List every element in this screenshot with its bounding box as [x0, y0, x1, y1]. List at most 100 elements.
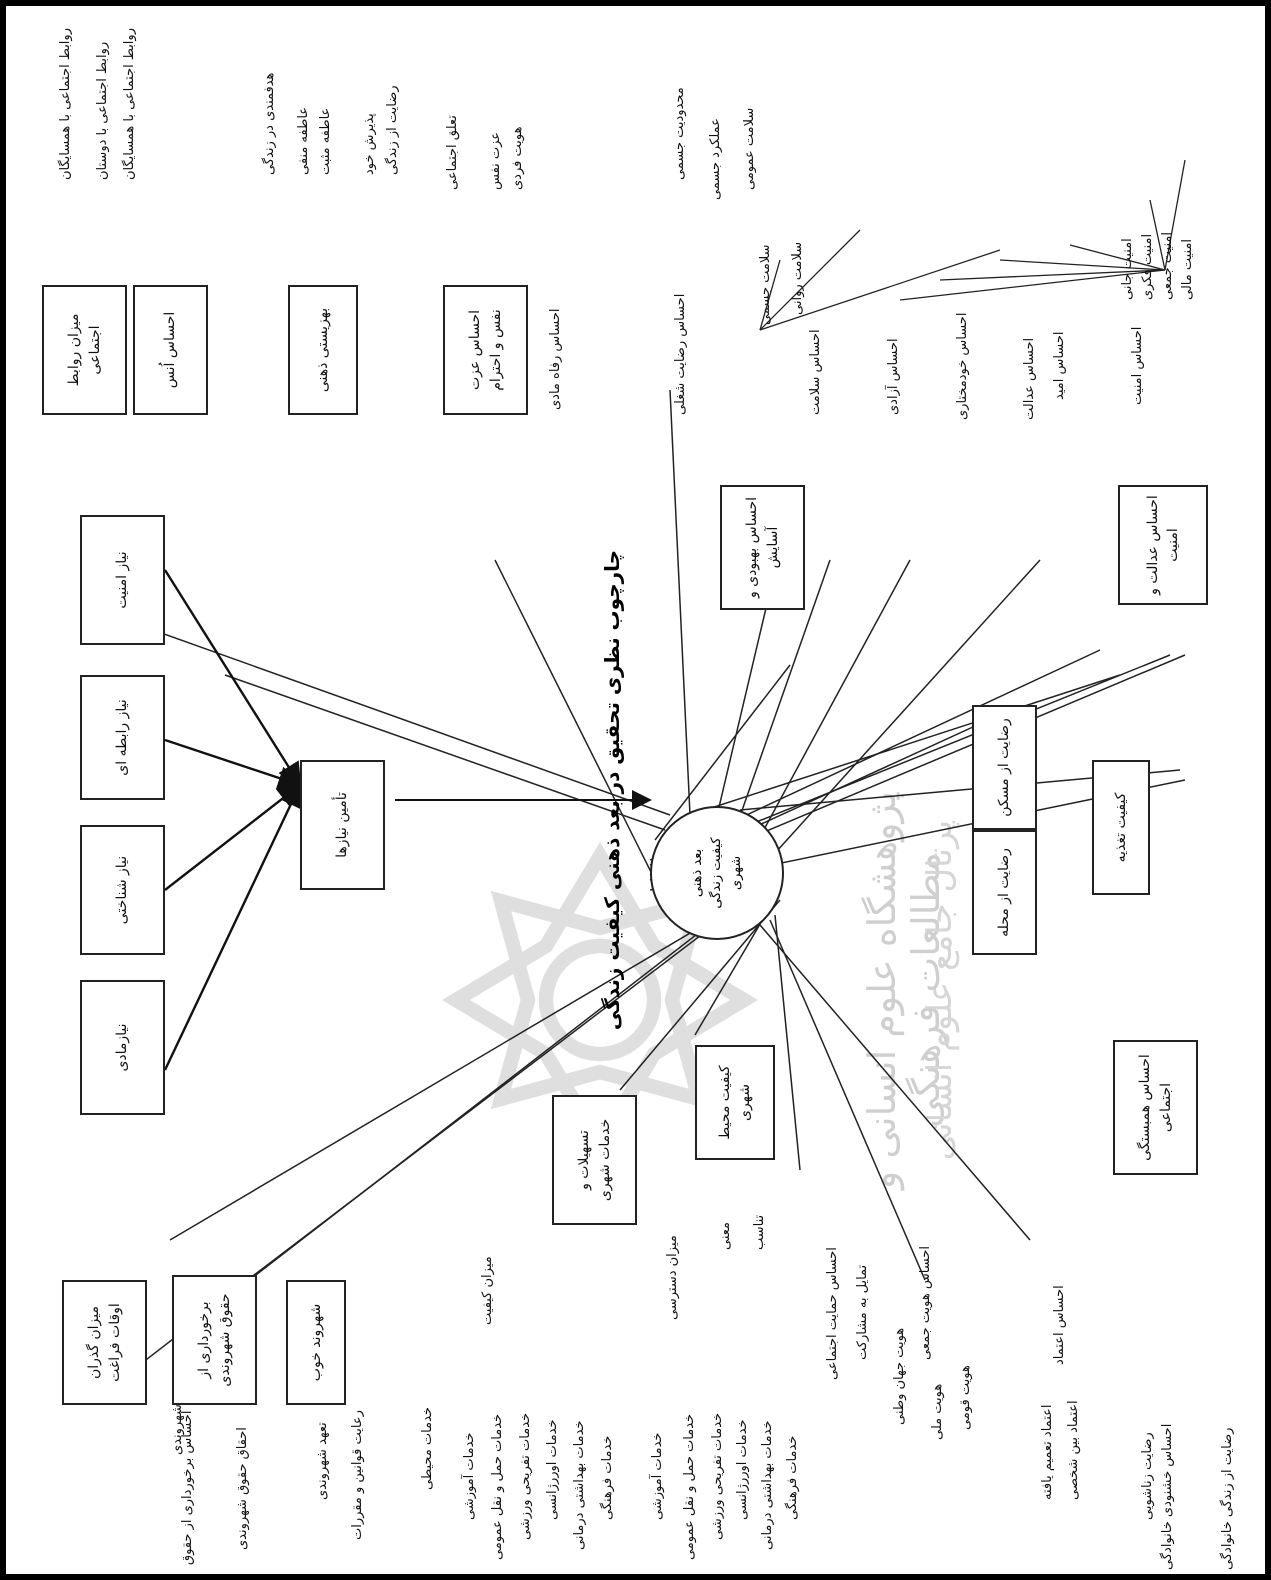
label: عملکرد جسمی	[708, 118, 723, 200]
box-mahalle: رضایت از محله	[972, 830, 1037, 955]
label: تعهد شهروندی	[315, 1422, 330, 1500]
label: تناسب	[752, 1214, 767, 1250]
label: امنیت جانی	[1120, 238, 1135, 300]
label: خدمات اوررژانسی	[735, 1419, 750, 1520]
label: امنیت فکری	[1140, 233, 1155, 300]
center-node: بعد ذهنی کیفیت زندگی شهری	[650, 806, 784, 940]
box-shahrvand: شهروند خوب	[286, 1280, 346, 1405]
label: شهروندی	[170, 1404, 185, 1455]
box-tamin: تأمین نیازها	[300, 760, 385, 890]
label: احقاق حقوق شهروندی	[235, 1427, 250, 1550]
edge	[194, 874, 781, 1321]
label: هدفمندی در زندگی	[262, 72, 277, 175]
box-behzisti: بهزیستی ذهنی	[288, 285, 358, 415]
label: خدمات بهداشتی درمانی	[572, 1420, 587, 1550]
edge	[169, 879, 781, 1241]
box-niaz-amniat: نیاز امنیت	[80, 515, 165, 645]
label: پذیرش خود	[362, 113, 377, 175]
label: احساس خشنودی خانوادگی	[1160, 1423, 1175, 1570]
label: رضایت از زندگی خانوادگی	[1220, 1427, 1235, 1570]
arrow-edge	[163, 569, 302, 788]
label: خدمات اوررژانسی	[545, 1419, 560, 1520]
box-ravabet: میزان روابط اجتماعی	[42, 285, 127, 415]
label: خدمات فرهنگی	[785, 1435, 800, 1520]
label: سلامت جسمی	[758, 244, 773, 326]
label: خدمات تفریحی ورزشی	[710, 1412, 725, 1540]
label: روابط اجتماعی با دوستان	[95, 41, 110, 180]
label: عاطفه منفی	[296, 106, 311, 175]
box-mohit: کیفیت محیط شهری	[695, 1045, 775, 1160]
label: خدمات محیطی	[420, 1407, 435, 1490]
box-niaz-madi: نیازمادی	[80, 980, 165, 1115]
label: سلامت روانی	[790, 241, 805, 315]
label: میزان دسترسی	[665, 1235, 680, 1320]
label: عزت نفس	[488, 131, 503, 190]
label: احساس اعتماد	[1052, 1285, 1067, 1365]
label: خدمات حمل و نقل عمومی	[682, 1413, 697, 1560]
label: احساس امید	[1052, 331, 1067, 400]
label: خدمات آموزشی	[462, 1432, 477, 1520]
label: احساس امنیت	[1130, 326, 1145, 405]
edge	[669, 389, 691, 816]
label: احساس رفاه مادی	[548, 308, 563, 411]
box-behbood: احساس بهبودی و آسایش	[720, 485, 805, 610]
edge	[654, 664, 791, 841]
label: هویت فردی	[510, 126, 525, 190]
label: رضایت از زندگی	[385, 85, 400, 175]
label: خدمات حمل و نقل عمومی	[490, 1413, 505, 1560]
box-adalat: احساس عدالت و امنیت	[1118, 485, 1208, 605]
label: سلامت عمومی	[742, 107, 757, 190]
label: رضایت زناشویی	[1140, 1432, 1155, 1520]
edge	[769, 919, 926, 1281]
label: خدمات فرهنگی	[600, 1435, 615, 1520]
box-maskan: رضایت از مسکن	[972, 705, 1037, 830]
edge	[224, 674, 666, 831]
label: هویت جهان وطنی	[892, 1327, 907, 1425]
label: احساس هویت جمعی	[918, 1246, 933, 1360]
label: احساس آزادی	[886, 338, 901, 415]
arrow-edge	[164, 738, 303, 790]
label: احساس سلامت	[808, 329, 823, 415]
edge	[774, 914, 801, 1171]
arrow-edge	[164, 783, 302, 891]
edge	[124, 619, 671, 816]
label: اعتماد بین شخصی	[1066, 1400, 1081, 1500]
box-tashilat: تسهیلات و خدمات شهری	[552, 1095, 637, 1225]
label: امنیت مالی	[1180, 238, 1195, 300]
label: اعتماد تعمیم یافته	[1040, 1404, 1055, 1501]
label: تمایل به مشارکت	[855, 1264, 870, 1360]
label: احساس حمایت اجتماعی	[825, 1247, 840, 1380]
diagram-title: چارچوب نظری تحقیق در بعد ذهنی کیفیت زندگ…	[600, 549, 624, 1031]
label: معنی	[718, 1222, 733, 1250]
label: احساس رضایت شغلی	[673, 293, 688, 415]
label: روابط اجتماعی با همسایگان	[122, 28, 137, 180]
label: هویت قومی	[958, 1365, 973, 1430]
label: رعایت قوانین و مقررات	[350, 1410, 365, 1540]
label: روابط اجتماعی با همسایگان	[58, 28, 73, 180]
box-niaz-rabete: نیاز رابطه ای	[80, 675, 165, 800]
box-ons: احساس اُنس	[133, 285, 208, 415]
label: میزان کیفیت	[480, 1256, 495, 1325]
label: محدودیت جسمی	[672, 87, 687, 180]
arrow-edge	[163, 782, 302, 1071]
edge	[494, 559, 656, 881]
box-barkhordari: برخورداری از حقوق شهروندی	[172, 1275, 257, 1405]
label: هویت ملی	[930, 1383, 945, 1440]
label: تعلق اجتماعی	[445, 115, 460, 190]
label: خدمات تفریحی ورزشی	[518, 1412, 533, 1540]
label: خدمات بهداشتی درمانی	[760, 1420, 775, 1550]
label: امنیت جمعی	[1160, 232, 1175, 300]
box-faraghat: میزان گذران اوقات فراغت	[62, 1280, 147, 1405]
edge	[704, 674, 1121, 811]
edge	[759, 924, 1031, 1241]
box-ezzat: احساس عزت نفس و احترام	[443, 285, 528, 415]
label: احساس خودمختاری	[955, 312, 970, 420]
label: خدمات آموزشی	[650, 1432, 665, 1520]
box-hambastegi: احساس همبستگی اجتماعی	[1113, 1040, 1198, 1175]
edge	[619, 899, 781, 1091]
box-taghzie: کیفیت تغذیه	[1092, 760, 1150, 895]
label: احساس عدالت	[1022, 337, 1037, 420]
